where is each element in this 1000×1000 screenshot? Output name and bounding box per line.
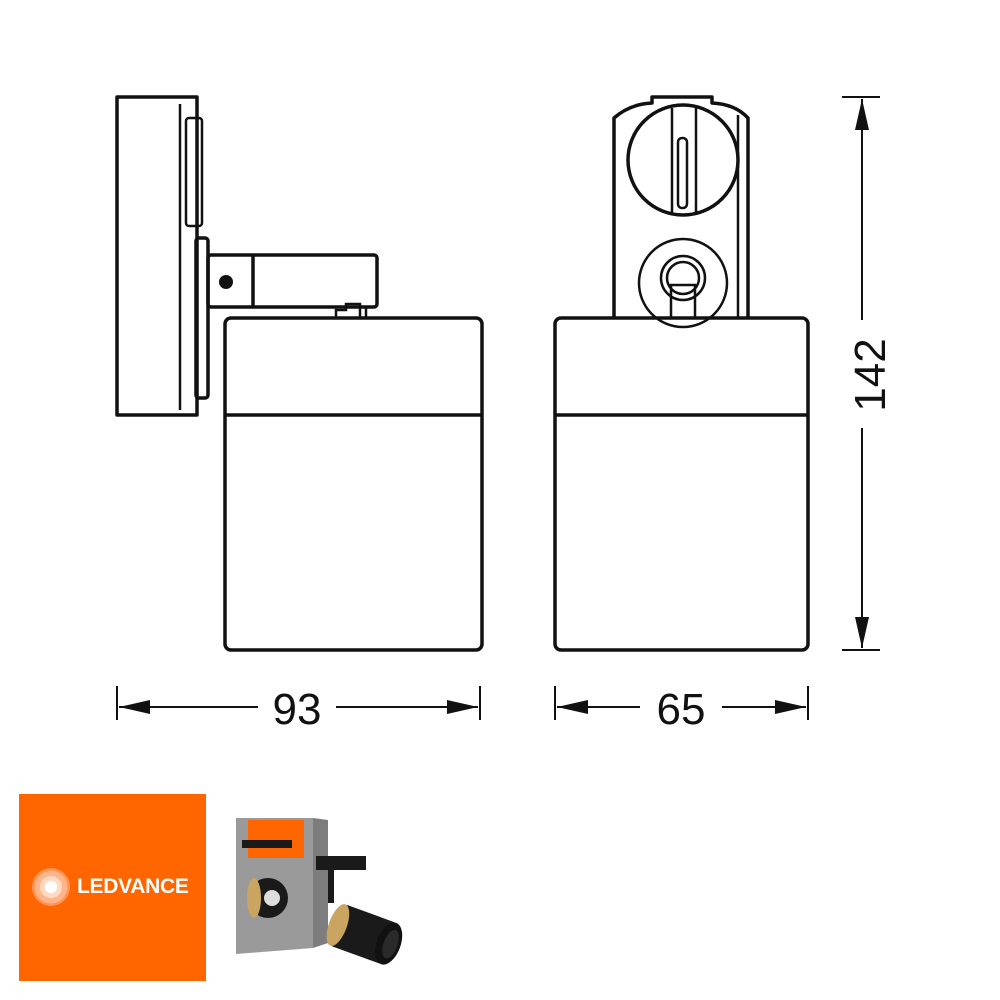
screw-dot <box>219 275 233 289</box>
logo-text: LEDVANCE <box>77 875 189 898</box>
width-label: 93 <box>273 685 322 734</box>
depth-label: 65 <box>657 685 706 734</box>
front-view <box>553 95 810 652</box>
adapter-flange <box>194 236 210 400</box>
logo-mark-icon <box>32 868 70 906</box>
spot-body-front <box>553 316 810 652</box>
arm <box>206 253 379 309</box>
ledvance-logo: LEDVANCE <box>19 794 206 981</box>
height-label: 142 <box>846 338 895 411</box>
track-adapter <box>612 95 750 318</box>
dimension-depth: 65 <box>554 685 809 734</box>
spot-body <box>223 316 484 652</box>
product-image <box>236 818 403 965</box>
dimension-height: 142 <box>842 96 895 651</box>
side-view <box>115 95 484 652</box>
dimension-width: 93 <box>116 685 481 734</box>
